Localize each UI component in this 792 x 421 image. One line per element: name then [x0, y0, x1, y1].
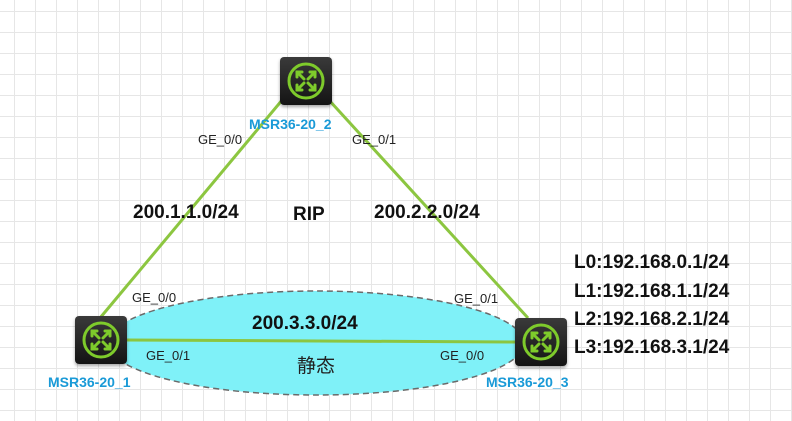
- router-msr36-20-2[interactable]: [280, 57, 332, 105]
- network-label-left: 200.1.1.0/24: [133, 202, 239, 223]
- loopback-label-l0: L0:192.168.0.1/24: [574, 252, 730, 273]
- device-label-r2: MSR36-20_2: [249, 116, 332, 132]
- loopback-label-l1: L1:192.168.1.1/24: [574, 281, 730, 302]
- router-icon: [287, 62, 325, 100]
- loopback-label-l2: L2:192.168.2.1/24: [574, 309, 730, 330]
- router-msr36-20-3[interactable]: [515, 318, 567, 366]
- port-label-r1-ge00: GE_0/0: [132, 290, 177, 305]
- device-label-r1: MSR36-20_1: [48, 374, 131, 390]
- protocol-label-rip: RIP: [293, 204, 325, 225]
- network-label-right: 200.2.2.0/24: [374, 202, 480, 223]
- port-label-r2-ge00: GE_0/0: [198, 132, 243, 147]
- port-label-r3-ge01: GE_0/1: [454, 291, 499, 306]
- link-r1-r2[interactable]: [98, 98, 285, 319]
- port-label-r1-ge01: GE_0/1: [146, 348, 191, 363]
- router-icon: [522, 323, 560, 361]
- port-label-r3-ge00: GE_0/0: [440, 348, 485, 363]
- router-msr36-20-1[interactable]: [75, 316, 127, 364]
- loopback-label-l3: L3:192.168.3.1/24: [574, 337, 730, 358]
- link-r2-r3[interactable]: [326, 97, 530, 320]
- network-label-bottom: 200.3.3.0/24: [252, 313, 358, 334]
- router-icon: [82, 321, 120, 359]
- protocol-label-static: 静态: [297, 355, 336, 377]
- port-label-r2-ge01: GE_0/1: [352, 132, 397, 147]
- link-r1-r3[interactable]: [125, 338, 517, 344]
- device-label-r3: MSR36-20_3: [486, 374, 569, 390]
